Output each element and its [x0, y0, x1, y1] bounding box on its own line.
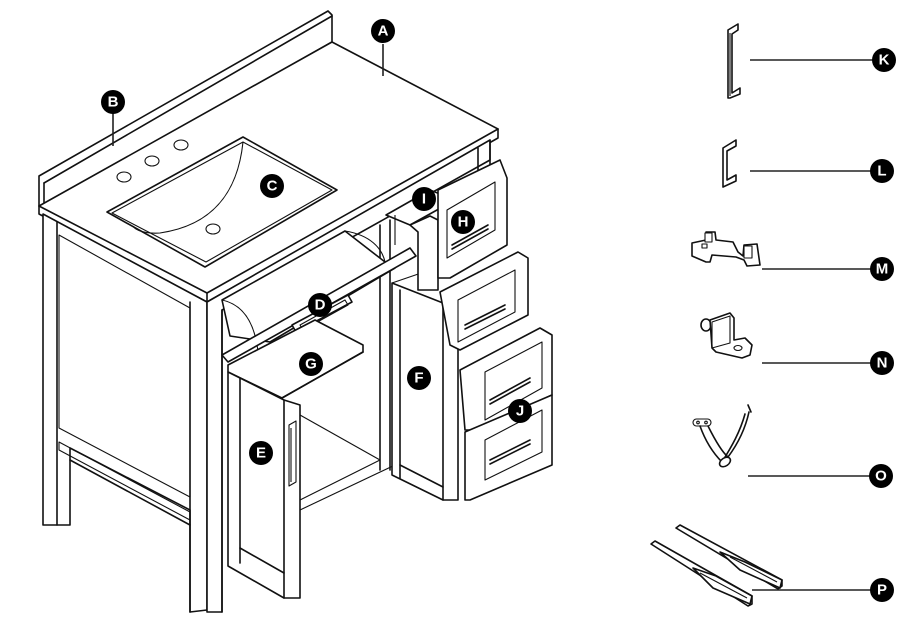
cabinet-left-side	[42, 213, 208, 613]
hardware-parts	[650, 23, 876, 607]
callout-badge	[299, 352, 323, 376]
callout-badge	[870, 351, 894, 375]
callout-p: P	[870, 578, 894, 602]
callout-j: J	[508, 399, 532, 423]
callout-badge	[260, 174, 284, 198]
callout-f: F	[407, 366, 431, 390]
callout-label: O	[875, 468, 887, 485]
callout-badge	[249, 441, 273, 465]
callout-label: C	[267, 178, 278, 195]
callout-label: L	[877, 163, 886, 180]
callout-k: K	[872, 48, 896, 72]
callout-label: D	[315, 297, 326, 314]
callout-e: E	[249, 441, 273, 465]
side-drawer-door	[391, 269, 459, 501]
callout-label: I	[422, 191, 426, 208]
callout-badge	[870, 159, 894, 183]
callout-badge	[869, 464, 893, 488]
callout-d: D	[308, 293, 332, 317]
callout-l: L	[870, 159, 894, 183]
callout-badge	[508, 399, 532, 423]
cabinet-door	[227, 371, 301, 599]
callout-label: N	[877, 355, 888, 372]
callout-label: E	[256, 445, 266, 462]
callout-label: M	[876, 261, 889, 278]
callout-label: B	[108, 94, 119, 111]
callout-badge	[412, 187, 436, 211]
callout-m: M	[870, 257, 894, 281]
callout-label: H	[458, 214, 469, 231]
callout-badge	[308, 293, 332, 317]
callout-badge	[870, 257, 894, 281]
short-handle	[722, 139, 876, 188]
callout-n: N	[870, 351, 894, 375]
shelf-support	[700, 312, 876, 364]
callout-badge	[872, 48, 896, 72]
callout-c: C	[260, 174, 284, 198]
long-handle	[727, 23, 876, 99]
callout-badge	[451, 210, 475, 234]
callout-badge	[101, 90, 125, 114]
callout-label: P	[877, 582, 887, 599]
callout-label: G	[305, 356, 317, 373]
callout-o: O	[869, 464, 893, 488]
cabinet-interior	[299, 414, 396, 511]
callout-label: J	[516, 403, 524, 420]
callout-label: K	[879, 52, 890, 69]
door-stay	[692, 404, 876, 477]
callout-h: H	[451, 210, 475, 234]
callout-badge	[870, 578, 894, 602]
sink-basin	[106, 136, 338, 268]
callout-b: B	[101, 90, 125, 114]
callout-i: I	[412, 187, 436, 211]
drawer-slides	[650, 524, 876, 607]
callout-a: A	[371, 19, 395, 43]
callout-badge	[407, 366, 431, 390]
callout-g: G	[299, 352, 323, 376]
callout-badge	[371, 19, 395, 43]
callout-label: F	[414, 370, 423, 387]
hinge	[691, 231, 876, 270]
callout-label: A	[378, 23, 389, 40]
